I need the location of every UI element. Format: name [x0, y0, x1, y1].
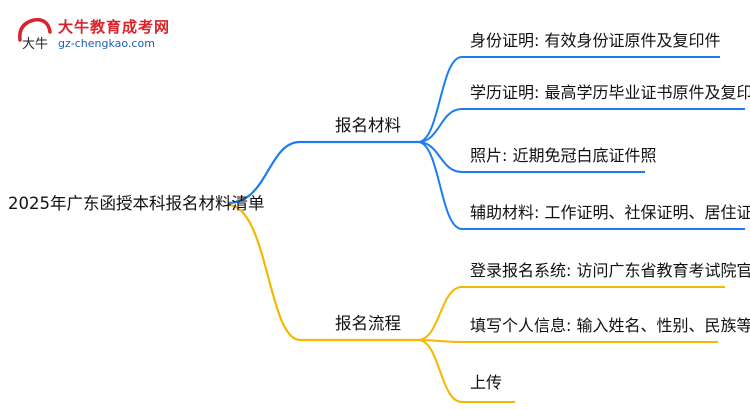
mindmap-root: 2025年广东函授本科报名材料清单: [8, 194, 265, 213]
connector-material-3: [417, 141, 645, 173]
connector-material-4: [417, 141, 745, 230]
connector-material-1: [417, 56, 720, 143]
logo-mark-text: 大牛: [22, 37, 48, 52]
connector-root-materials: [227, 140, 418, 205]
branch-materials: 报名材料: [335, 116, 401, 135]
material-item-id: 身份证明: 有效身份证原件及复印件: [470, 31, 721, 50]
material-item-photo: 照片: 近期免冠白底证件照: [470, 146, 657, 165]
logo-url: gz-chengkao.com: [58, 37, 155, 50]
connector-process-3: [417, 339, 515, 403]
logo-title: 大牛教育成考网: [58, 18, 171, 36]
connector-process-1: [417, 286, 725, 341]
process-item-personal-info: 填写个人信息: 输入姓名、性别、民族等: [470, 316, 750, 335]
material-item-supplementary: 辅助材料: 工作证明、社保证明、居住证明等: [470, 203, 750, 222]
material-item-education: 学历证明: 最高学历毕业证书原件及复印件: [470, 83, 750, 102]
process-item-login: 登录报名系统: 访问广东省教育考试院官网: [470, 261, 750, 280]
connector-root-process: [227, 203, 418, 342]
process-item-upload: 上传: [470, 373, 503, 392]
branch-process: 报名流程: [335, 314, 401, 333]
bull-logo-icon: 大牛: [18, 18, 52, 52]
connector-process-2: [417, 339, 718, 343]
connector-material-2: [417, 108, 745, 143]
site-logo[interactable]: 大牛 大牛教育成考网 gz-chengkao.com: [14, 14, 184, 56]
